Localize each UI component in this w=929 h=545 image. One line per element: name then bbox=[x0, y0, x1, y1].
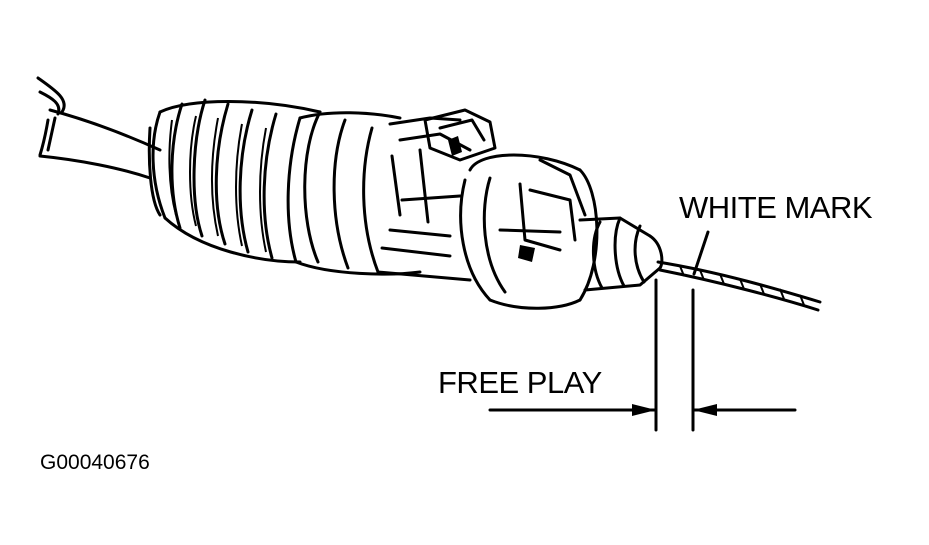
white-mark-label: WHITE MARK bbox=[679, 190, 873, 225]
inner-cable-wire bbox=[656, 260, 822, 312]
adjuster-housing bbox=[294, 108, 497, 282]
free-play-dimension bbox=[488, 278, 797, 432]
rubber-boot bbox=[147, 98, 322, 264]
white-mark-leader-line bbox=[692, 230, 710, 276]
free-play-label: FREE PLAY bbox=[438, 365, 602, 400]
figure-id-label: G00040676 bbox=[40, 451, 150, 474]
cable-sheath bbox=[36, 76, 162, 180]
cable-end-fitting bbox=[578, 216, 664, 292]
adjuster-nut bbox=[459, 153, 599, 310]
